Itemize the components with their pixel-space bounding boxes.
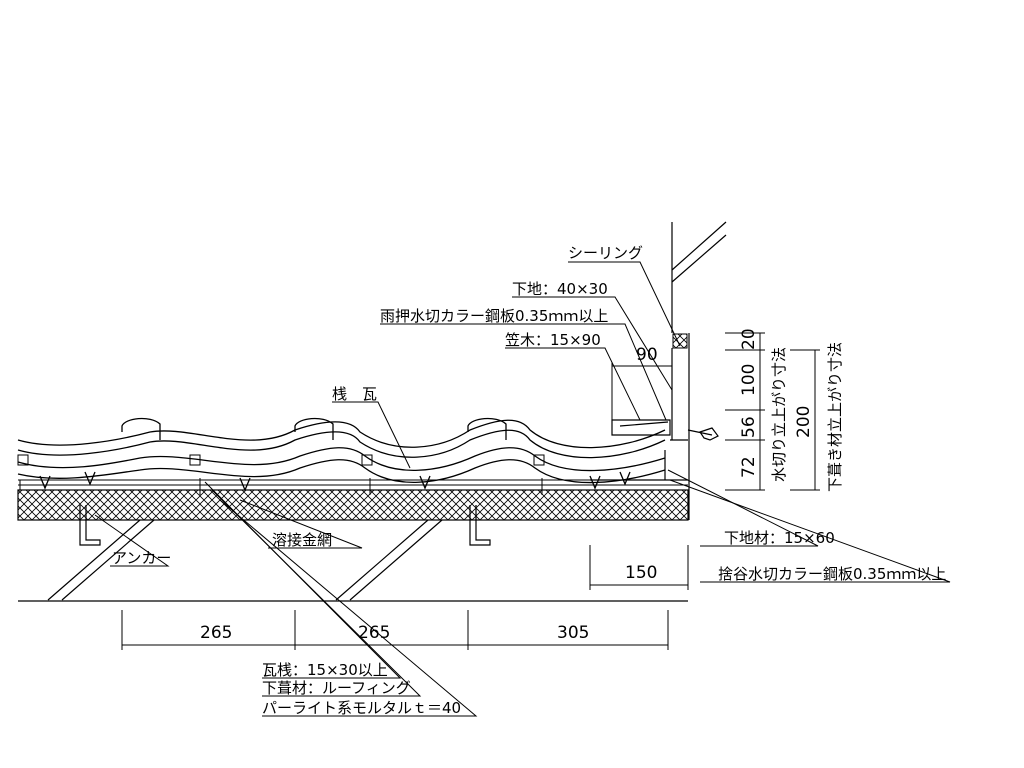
label-flashing-top: 雨押水切カラー鋼板0.35ｍｍ以上 <box>380 307 608 325</box>
note-underlay-rise: 下葺き材立上がり寸法 <box>826 342 844 492</box>
label-anchor: アンカー <box>112 549 171 567</box>
anchor-bolts <box>79 505 491 546</box>
dim-20: 20 <box>739 328 759 350</box>
dim-200: 200 <box>794 406 814 438</box>
dim-100: 100 <box>739 364 759 396</box>
dim-305: 305 <box>557 623 589 643</box>
dim-90: 90 <box>636 345 658 365</box>
flashing-detail <box>590 348 719 481</box>
label-base-material: 下地材：15×60 <box>724 529 835 547</box>
label-mortar: パーライト系モルタルｔ＝40 <box>262 699 461 717</box>
dim-265-a: 265 <box>200 623 232 643</box>
dimension-lines <box>121 332 820 650</box>
roof-deck <box>17 479 689 521</box>
label-kasagi: 笠木：15×90 <box>505 331 601 349</box>
note-flashing-rise: 水切り立上がり寸法 <box>770 347 788 482</box>
tile-battens <box>17 454 545 495</box>
dim-72: 72 <box>739 456 759 478</box>
wall <box>671 221 727 520</box>
dim-56: 56 <box>739 416 759 438</box>
label-base: 下地：40×30 <box>512 280 608 298</box>
dim-150: 150 <box>625 563 657 583</box>
label-batten: 瓦桟：15×30以上 <box>262 661 388 679</box>
leader-lines <box>94 261 951 717</box>
label-flashing-bottom: 捨谷水切カラー鋼板0.35ｍｍ以上 <box>718 565 946 583</box>
roof-tiles <box>17 417 666 492</box>
label-mesh: 溶接金網 <box>272 531 332 549</box>
label-tile: 桟 瓦 <box>332 385 377 403</box>
rafters <box>18 519 688 602</box>
dim-265-b: 265 <box>358 623 390 643</box>
label-underlay: 下葺材：ルーフィング <box>262 679 411 697</box>
label-sealing: シーリング <box>568 244 643 262</box>
